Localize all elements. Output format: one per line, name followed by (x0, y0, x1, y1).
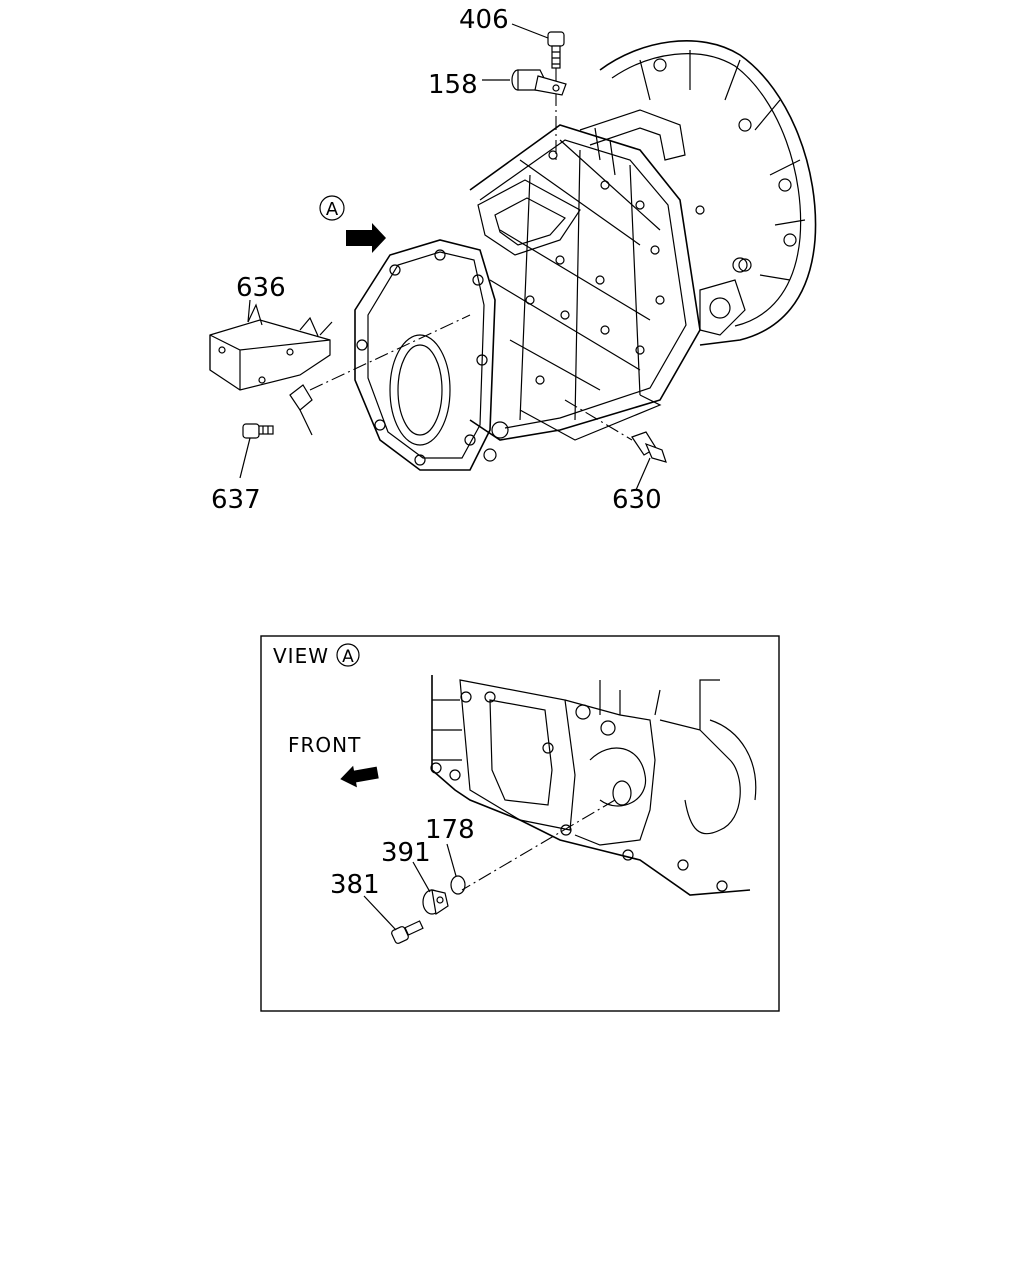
callout-line-636 (247, 299, 251, 323)
front-label: FRONT (288, 733, 361, 757)
callout-178: 178 (425, 815, 475, 845)
callout-406: 406 (459, 5, 509, 35)
callout-line-630 (635, 457, 651, 491)
callout-158: 158 (428, 70, 478, 100)
part-178-o-ring (450, 875, 466, 895)
callout-381: 381 (330, 870, 380, 900)
callout-636: 636 (236, 273, 286, 303)
callout-line-391 (412, 861, 431, 893)
callout-637: 637 (211, 485, 261, 515)
view-a-direction-arrow (346, 223, 386, 253)
view-a-marker: A (319, 195, 345, 221)
callout-line-637 (239, 437, 251, 479)
callout-line-381 (363, 895, 397, 931)
detail-view-marker-letter: A (342, 647, 354, 667)
part-406-bolt (547, 31, 565, 160)
front-direction-arrow (340, 765, 379, 788)
part-158-clip (511, 69, 567, 96)
part-636-bracket (209, 303, 471, 436)
part-391-sensor (422, 889, 449, 916)
detail-view-marker: A (336, 643, 360, 667)
callout-630: 630 (612, 485, 662, 515)
part-630-switch (564, 399, 667, 463)
detail-view-frame (260, 635, 780, 1012)
callout-391: 391 (381, 838, 431, 868)
part-381-bolt (391, 920, 424, 944)
detail-view-title: VIEW (273, 644, 329, 668)
part-637-bolt (242, 423, 274, 439)
transmission-illustration (354, 40, 817, 471)
callout-line-406 (511, 23, 549, 39)
view-a-marker-letter: A (326, 199, 339, 220)
detail-case-illustration (430, 675, 757, 896)
callout-line-178 (446, 843, 457, 877)
